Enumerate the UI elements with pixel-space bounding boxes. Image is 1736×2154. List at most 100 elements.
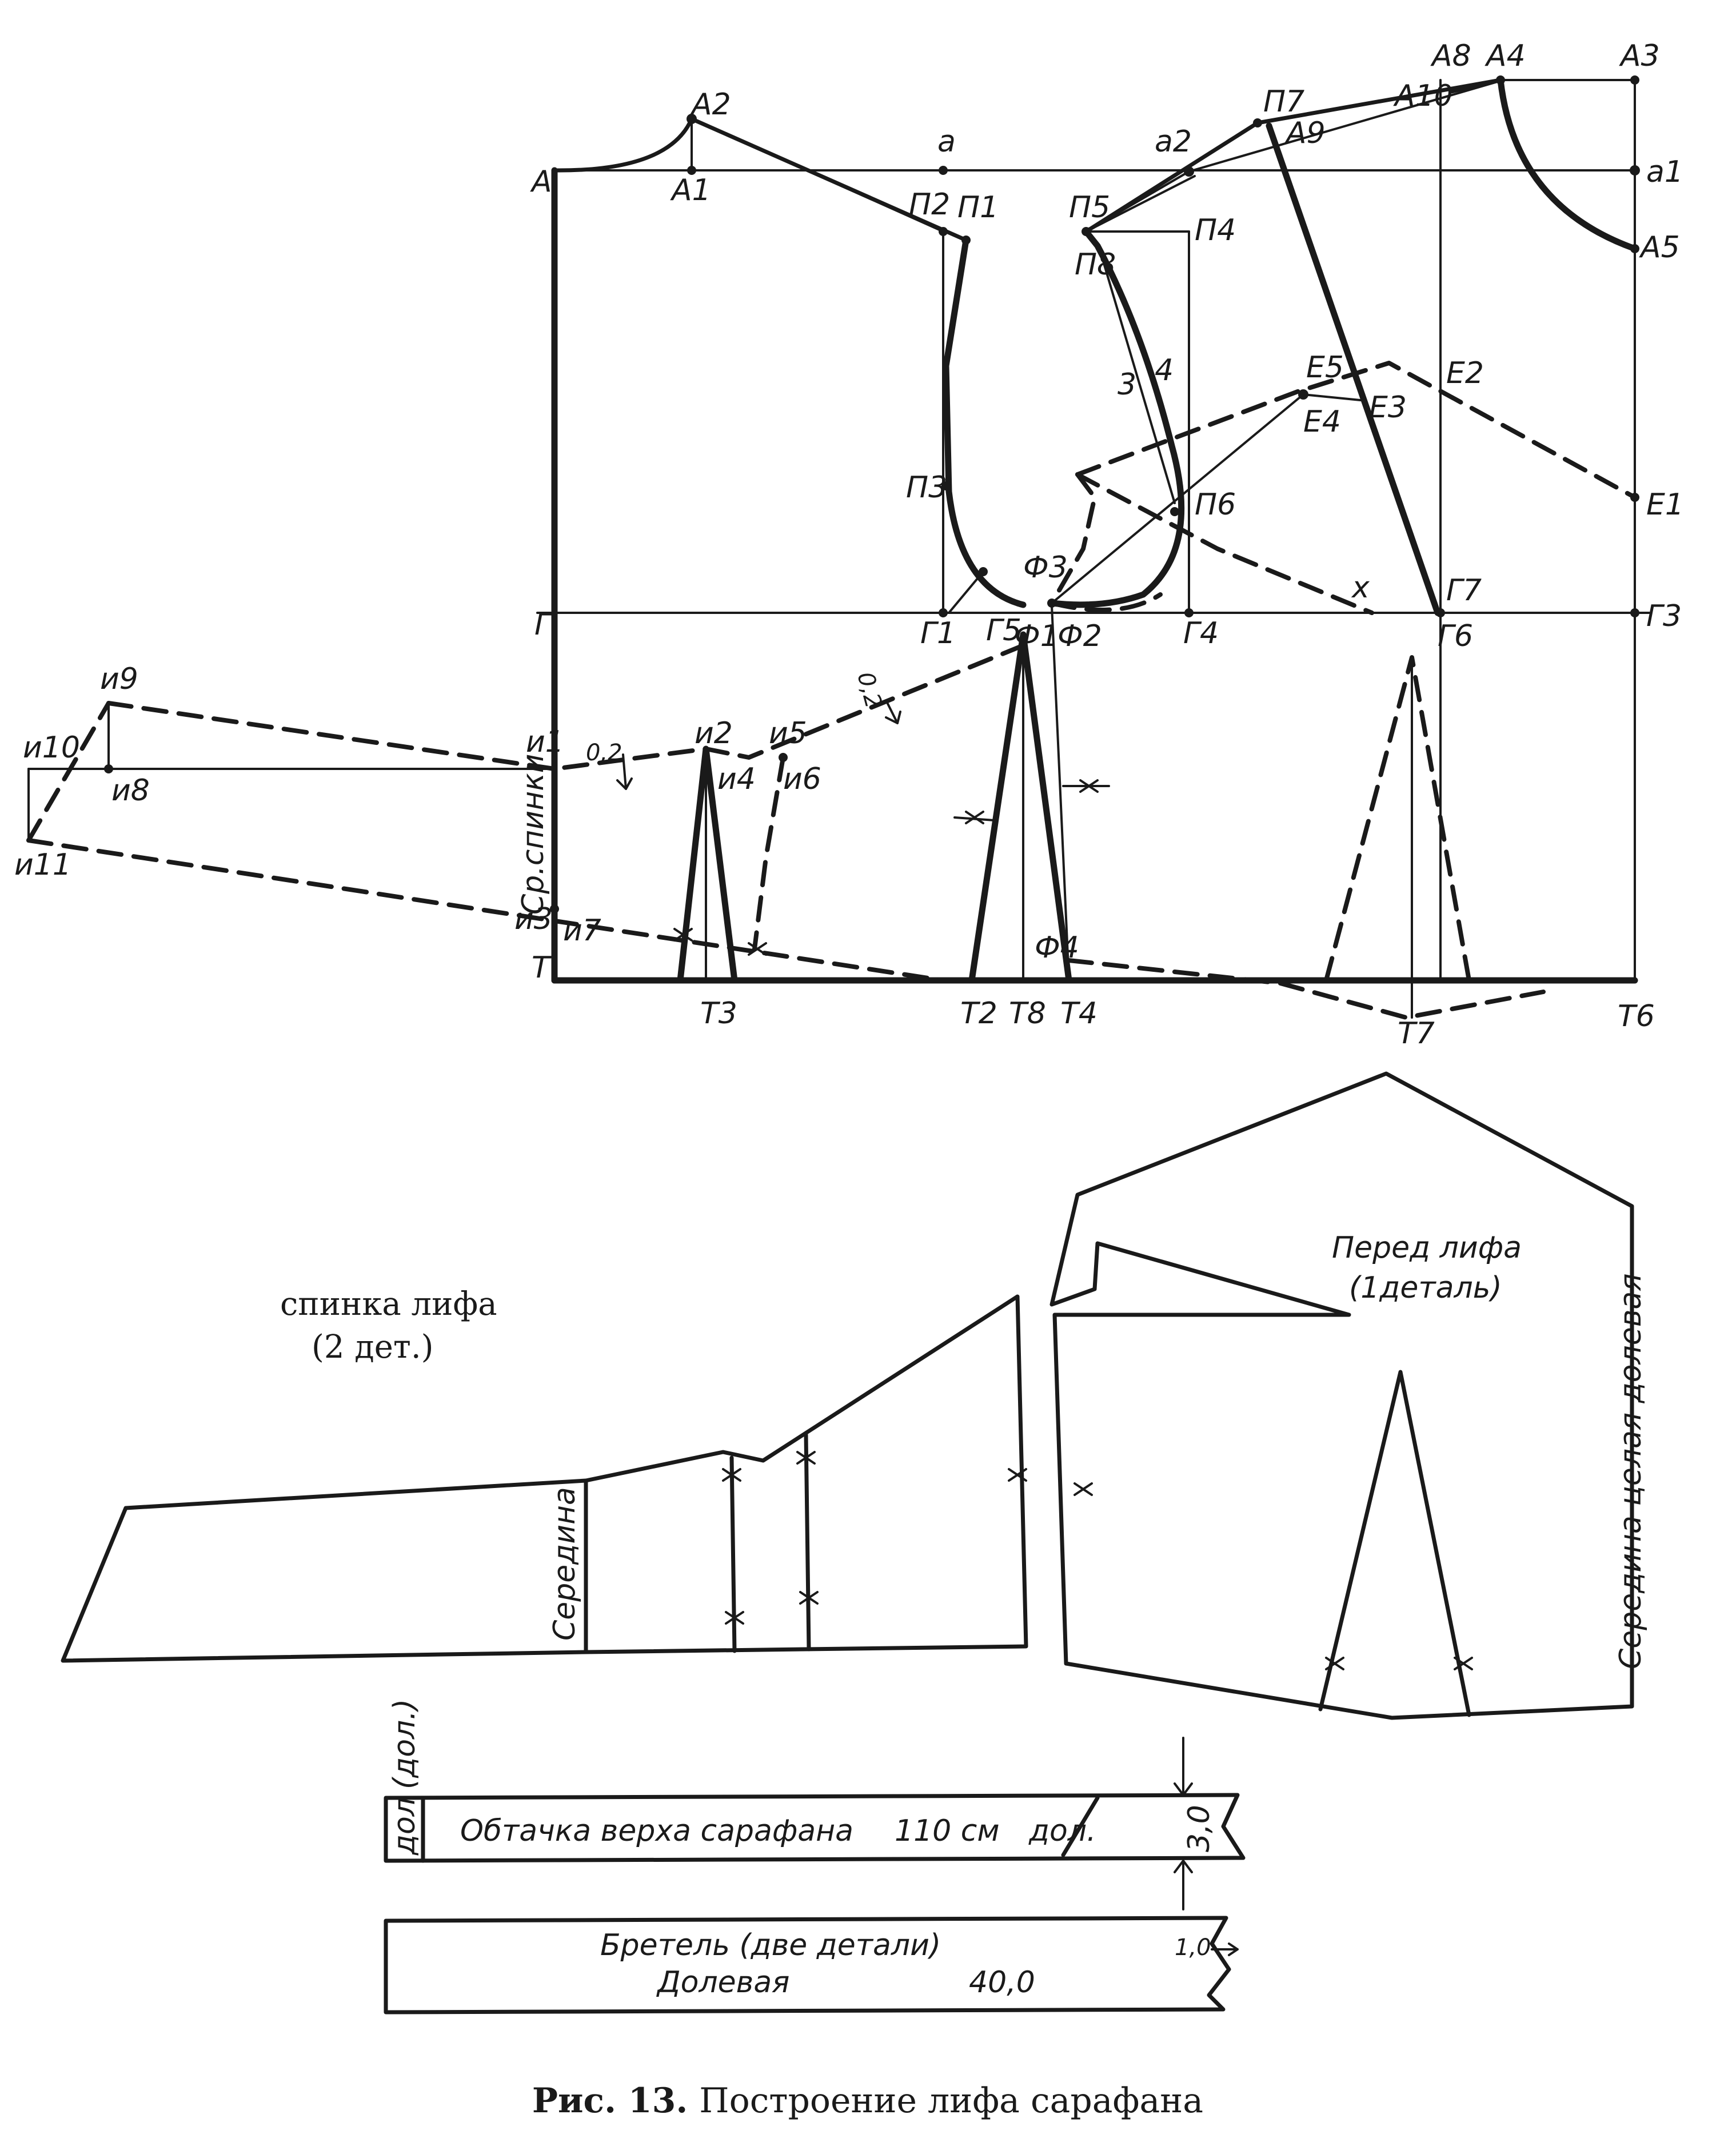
label-T7: T7: [1398, 1016, 1435, 1051]
label-E5: E5: [1306, 350, 1344, 385]
label-a: a: [937, 125, 956, 159]
label-T: T: [532, 951, 552, 985]
front-top-dashed: [1075, 361, 1637, 500]
back-piece-outline: [61, 1294, 1028, 1663]
label-P8: П8: [1075, 248, 1116, 282]
back-center-label: Ср.спинки: [516, 754, 550, 915]
facing-strip-slash: [1061, 1796, 1100, 1857]
label-F4: Ф4: [1035, 931, 1079, 965]
back-shoulder-thin: [691, 118, 944, 233]
back-neckline-curve: [552, 117, 694, 173]
facing-width: 3,0: [1182, 1805, 1216, 1852]
label-i1: и1: [526, 725, 564, 759]
measure-02-left: 0,2: [586, 740, 622, 766]
label-4: 4: [1155, 353, 1174, 388]
facing-grain-right: дол.: [1028, 1814, 1096, 1848]
tick-side-left: [953, 816, 996, 821]
back-armhole-curve: [943, 237, 1027, 608]
front-neckline-curve: [1497, 77, 1638, 252]
strap-strip: Бретель (две детали) Долевая 40,0 1,0: [384, 1916, 1239, 2015]
back-dart-dashed: [752, 755, 785, 951]
side-line-f2-f4: [1051, 605, 1070, 982]
label-i5: и5: [769, 716, 807, 751]
back-piece-dart-2: [804, 1433, 811, 1652]
label-G7: Г7: [1446, 573, 1482, 608]
label-A1: A1: [670, 173, 711, 208]
facing-strip-outline: [384, 1793, 1246, 1863]
label-A2: A2: [690, 87, 731, 122]
caption-number: Рис. 13.: [532, 2081, 688, 2121]
label-P2: П2: [909, 188, 950, 222]
facing-grain-left: дол: [388, 1797, 422, 1856]
label-A8: A8: [1430, 39, 1471, 73]
label-P3: П3: [906, 470, 947, 505]
label-i3: и3: [514, 902, 553, 936]
arrow-02-left: [616, 753, 633, 790]
front-dart-dashed-waist: [1324, 655, 1471, 983]
label-a2: a2: [1155, 125, 1192, 159]
label-i11: и11: [14, 848, 71, 882]
label-i8: и8: [111, 773, 150, 808]
facing-grain-top: (дол.): [388, 1699, 422, 1789]
label-A5: A5: [1639, 230, 1680, 265]
front-piece-marks: [1325, 1657, 1473, 1670]
strap-strip-outline: [384, 1916, 1231, 2015]
label-P1: П1: [957, 190, 999, 225]
armhole-aux-line: [948, 571, 984, 614]
label-E4: E4: [1303, 405, 1341, 439]
back-top-dashed: [106, 641, 1031, 771]
back-piece-dart-1: [729, 1455, 737, 1653]
cross-marks: [673, 779, 1099, 956]
figure-caption: Рис. 13.Построение лифа сарафана: [532, 2081, 1203, 2121]
label-T8: T8: [1009, 996, 1046, 1031]
label-i10: и10: [23, 731, 80, 765]
dart-line-p7-g7: [1266, 122, 1441, 616]
back-piece-count: (2 дет.): [312, 1329, 434, 1366]
label-P6: П6: [1195, 488, 1236, 522]
back-piece-marks: [722, 1451, 1093, 1625]
line-e4-e3: [1302, 393, 1362, 401]
label-T3: T3: [700, 996, 737, 1031]
front-piece-middle: Середина целая долевая: [1614, 1273, 1648, 1669]
label-x: x: [1351, 571, 1370, 605]
label-3: 3: [1118, 368, 1136, 402]
back-lower-dashed: [26, 838, 945, 983]
label-G: Г: [534, 608, 553, 642]
front-waist-dashed: [1067, 958, 1546, 1020]
label-G6: Г6: [1438, 619, 1473, 653]
front-piece-title: Перед лифа: [1332, 1231, 1522, 1265]
label-i9: и9: [100, 662, 138, 696]
label-A4: A4: [1484, 39, 1526, 73]
strap-text: Бретель (две детали): [600, 1928, 941, 1962]
front-shoulder-line-c: [1188, 79, 1504, 173]
label-P4: П4: [1195, 213, 1236, 248]
label-i2: и2: [695, 716, 733, 751]
label-E2: E2: [1446, 356, 1484, 390]
label-F2: Ф2: [1057, 619, 1102, 653]
back-piece-middle: Середина: [548, 1487, 582, 1641]
label-E3: E3: [1369, 390, 1407, 425]
back-piece-title: спинка лифа: [280, 1286, 497, 1323]
front-piece-count: (1деталь): [1349, 1271, 1502, 1305]
front-piece-outline: [1049, 1071, 1634, 1720]
label-T6: T6: [1618, 999, 1655, 1034]
front-shoulder-line-d: [1255, 78, 1503, 125]
facing-length: 110 см: [895, 1814, 1000, 1848]
label-P7: П7: [1263, 85, 1304, 119]
pattern-pieces: спинка лифа (2 дет.) Середина Перед лифа…: [61, 1071, 1648, 1720]
front-armhole-curve: [1048, 228, 1185, 608]
front-armhole-thin-a: [1099, 250, 1176, 504]
label-T2: T2: [960, 996, 997, 1031]
line-a8-a4: [1450, 78, 1503, 94]
strap-length: 40,0: [969, 1965, 1035, 2000]
label-i4: и4: [717, 762, 756, 796]
front-piece-dart: [1318, 1370, 1471, 1717]
facing-width-arrows: [1174, 1737, 1193, 1910]
label-P5: П5: [1069, 190, 1110, 225]
front-side-dashed: [1075, 472, 1374, 615]
facing-strip: дол (дол.) Обтачка верха сарафана 110 см…: [384, 1699, 1246, 1910]
strap-width-arrows: [1211, 1942, 1239, 1956]
label-i6: и6: [783, 762, 821, 796]
label-F3: Ф3: [1023, 551, 1068, 585]
